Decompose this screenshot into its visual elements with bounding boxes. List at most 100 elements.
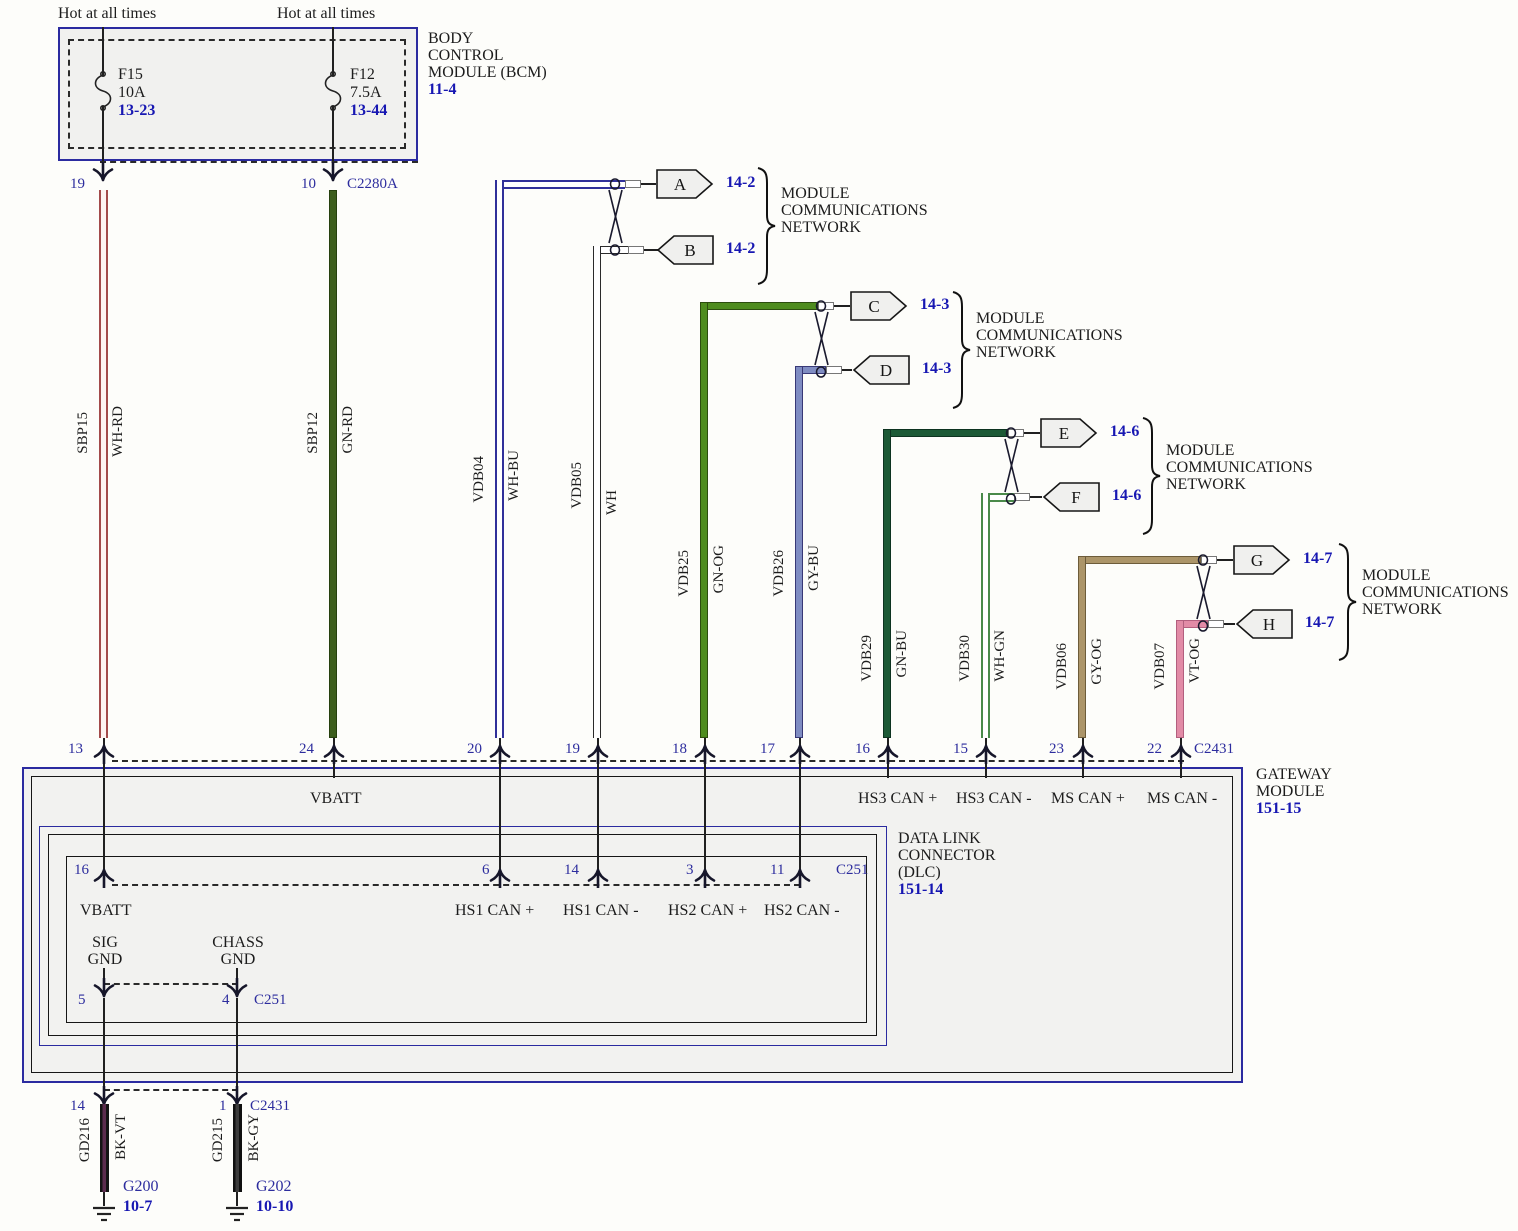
connector-lead (1224, 623, 1235, 625)
wire-circuit-label: SBP12 (305, 412, 321, 454)
connector-lead (1217, 559, 1233, 561)
svg-text:F: F (1071, 488, 1080, 507)
connector-page-ref: 14-7 (1305, 614, 1335, 631)
dlc-pin-number: 11 (770, 862, 785, 878)
wire-circuit-label: GD215 (210, 1118, 226, 1163)
bcm-title-line2: CONTROL (428, 47, 504, 64)
wire-vdb04-wh-bu (495, 180, 504, 738)
dlc-signal-label: HS2 CAN - (764, 902, 840, 919)
svg-text:E: E (1059, 424, 1069, 443)
internal-wire (499, 738, 501, 874)
arrow-up-icon (1170, 744, 1192, 764)
wire-vdb25-gn-og (700, 302, 708, 738)
svg-text:D: D (880, 361, 892, 380)
wire-color-label: WH-BU (506, 450, 522, 501)
gateway-pin-number: 13 (68, 741, 83, 757)
connector-page-ref: 14-7 (1303, 550, 1333, 567)
fuse-name: F12 (350, 66, 375, 83)
svg-text:C: C (868, 297, 879, 316)
ground-name: G202 (256, 1178, 292, 1195)
connector-page-ref: 14-2 (726, 240, 756, 257)
fuse-wire (332, 106, 334, 163)
dlc-page-ref: 151-14 (898, 881, 944, 898)
dlc-inner-box (66, 856, 867, 1023)
arrow-up-icon (789, 868, 811, 888)
gateway-pin-number: 15 (953, 741, 968, 757)
gateway-pin-number: 18 (672, 741, 687, 757)
connector-lead (1024, 432, 1040, 434)
ground-stem (236, 1192, 238, 1206)
dlc-signal-label: HS1 CAN - (563, 902, 639, 919)
wire-circuit-label: VDB06 (1054, 643, 1070, 690)
gateway-bus-label: VBATT (310, 790, 362, 807)
arrow-down-icon (92, 162, 114, 182)
wire-circuit-label: GD216 (77, 1118, 93, 1163)
wire-end-stub (1201, 556, 1217, 564)
bcm-connector-dashed-line (100, 161, 418, 163)
dlc-pin-number: 14 (564, 862, 579, 878)
network-label: COMMUNICATIONS (1362, 584, 1509, 601)
arrow-up-icon (877, 744, 899, 764)
internal-wire (103, 998, 105, 1086)
hot-at-all-times-right: Hot at all times (277, 5, 376, 22)
gateway-pin-number: 24 (299, 741, 314, 757)
network-label: MODULE (1166, 442, 1235, 459)
twisted-pair-icon (1196, 554, 1211, 632)
exit-connector-dashed-line (104, 1089, 238, 1091)
internal-wire (103, 738, 105, 874)
fuse-rating: 10A (118, 84, 146, 101)
arrow-up-icon (975, 744, 997, 764)
internal-wire (236, 998, 238, 1086)
arrow-up-icon (1072, 744, 1094, 764)
network-label: COMMUNICATIONS (976, 327, 1123, 344)
wire-vdb07-vt-og (1176, 620, 1184, 738)
connector-lead (842, 369, 852, 371)
connector-lead (834, 305, 850, 307)
gateway-pin-number: 19 (565, 741, 580, 757)
wire-vdb04-horizontal (495, 180, 625, 189)
wire-color-label: GY-OG (1089, 638, 1105, 685)
network-label: NETWORK (976, 344, 1056, 361)
network-label: NETWORK (1166, 476, 1246, 493)
fuse-wire (102, 106, 104, 163)
gateway-pin-number: 17 (760, 741, 775, 757)
exit-pin-number: 1 (219, 1098, 227, 1114)
dlc-pin-number: 5 (78, 992, 86, 1008)
connector-page-ref: 14-3 (922, 360, 952, 377)
fuse-page-ref: 13-23 (118, 102, 156, 119)
wire-vdb25-horizontal (700, 302, 818, 310)
wire-end-stub (826, 366, 842, 374)
inline-connector-a: A (656, 169, 714, 199)
wire-sbp15-wh-rd (99, 190, 108, 738)
dlc-title-line3: (DLC) (898, 864, 941, 881)
wire-circuit-label: VDB25 (676, 550, 692, 597)
fuse-icon (324, 70, 342, 111)
connector-page-ref: 14-6 (1110, 423, 1140, 440)
wire-circuit-label: VDB29 (859, 635, 875, 682)
bcm-pin-number: 19 (70, 176, 85, 192)
wire-circuit-label: SBP15 (75, 412, 91, 454)
internal-wire (597, 738, 599, 874)
gateway-pin-number: 22 (1147, 741, 1162, 757)
wire-circuit-label: VDB07 (1152, 643, 1168, 690)
arrow-up-icon (489, 744, 511, 764)
wire-vdb26-gy-bu (795, 366, 803, 738)
ground-page-ref: 10-10 (256, 1198, 294, 1215)
dlc-pin-number: 6 (482, 862, 490, 878)
fuse-icon (94, 70, 112, 111)
ground-stem (103, 1192, 105, 1206)
bcm-dashed-box (68, 39, 406, 149)
wire-color-label: WH-RD (110, 406, 126, 457)
internal-wire (704, 738, 706, 874)
arrow-up-icon (323, 744, 345, 764)
inline-connector-d: D (852, 355, 910, 385)
arrow-up-icon (93, 868, 115, 888)
fuse-page-ref: 13-44 (350, 102, 388, 119)
dlc-pin-number: 16 (74, 862, 89, 878)
arrow-down-icon (226, 978, 248, 998)
network-label: COMMUNICATIONS (1166, 459, 1313, 476)
dlc-connector-dashed-line (112, 884, 800, 886)
gateway-connector-dashed-line (112, 760, 1184, 762)
connector-lead (641, 183, 656, 185)
